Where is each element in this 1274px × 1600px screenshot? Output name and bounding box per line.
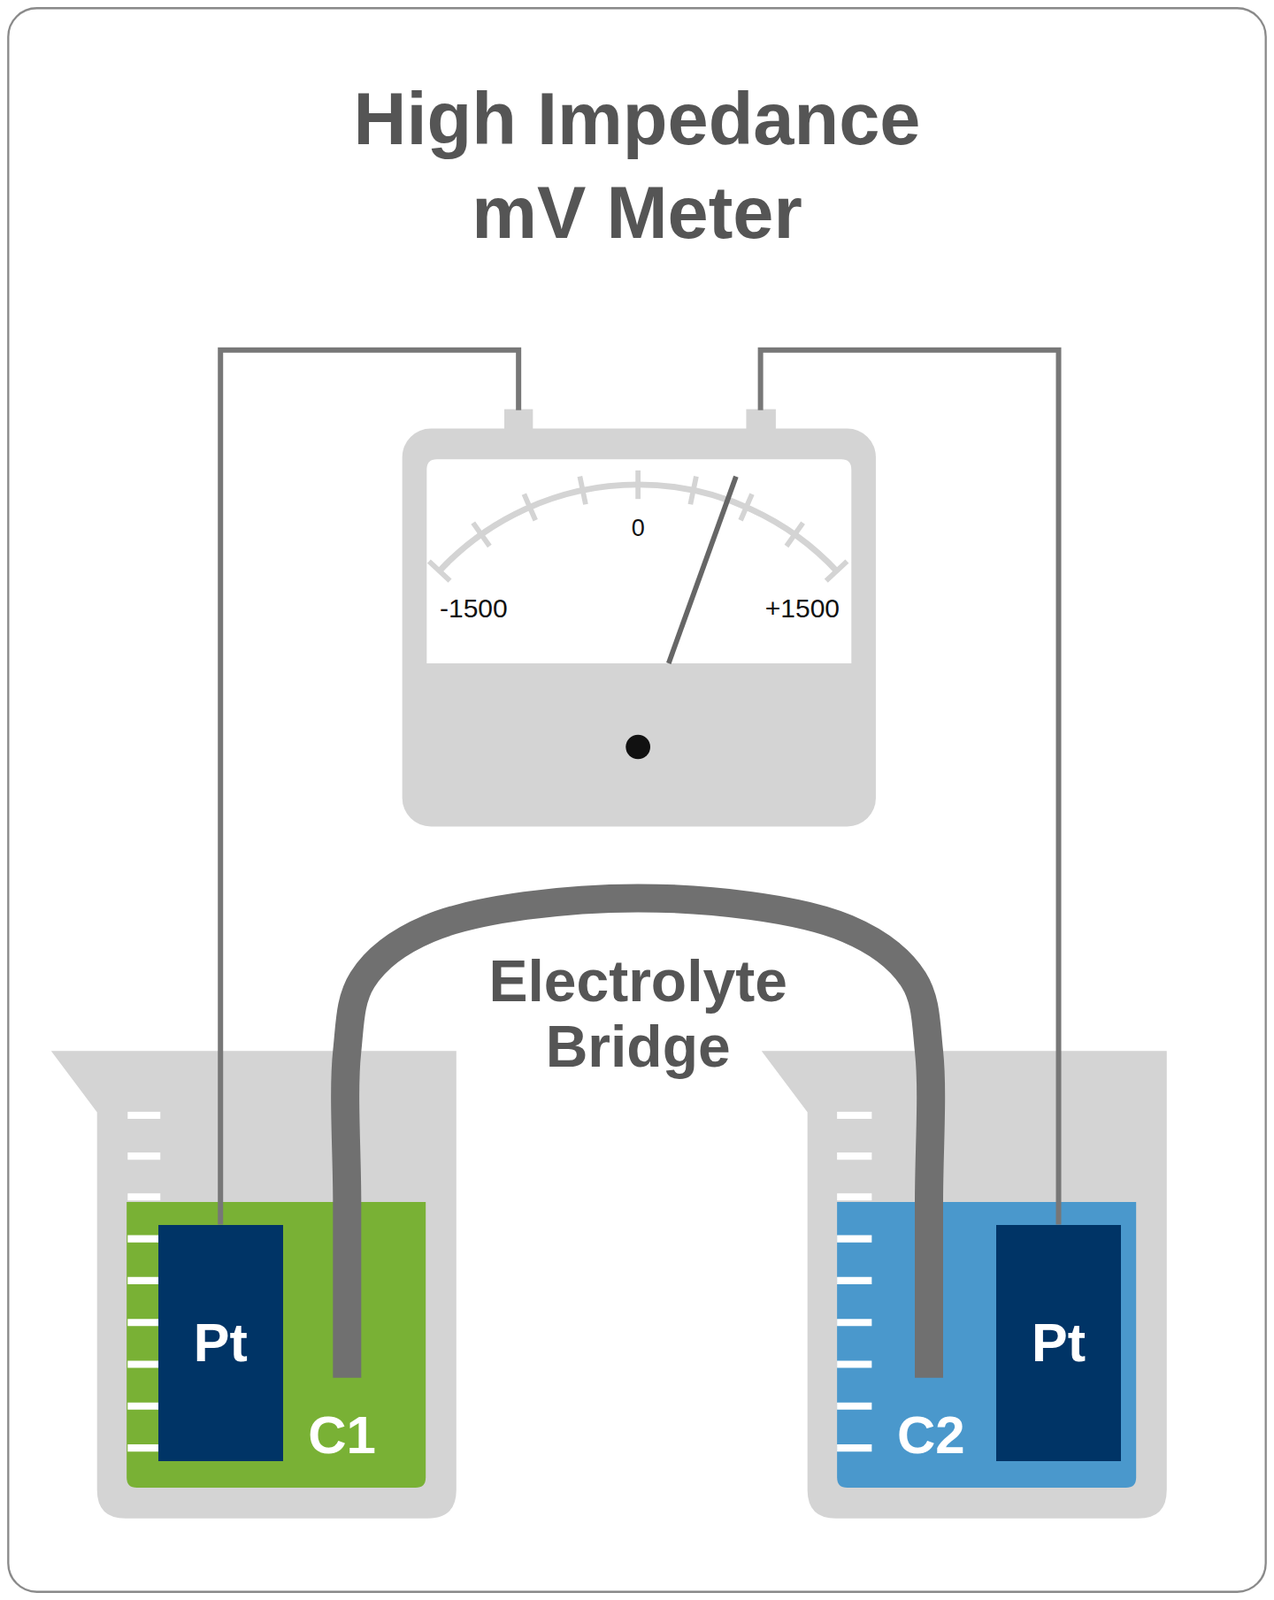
meter-face (426, 459, 852, 664)
scale-tick (473, 522, 491, 546)
electrolyte-bridge (345, 897, 931, 1378)
electrode: Pt (996, 1225, 1121, 1463)
graduation-marks (127, 1115, 161, 1449)
solution: C2 Pt (836, 1202, 1136, 1489)
scale-tick (429, 561, 451, 582)
bridge-label: Electrolyte Bridge (452, 948, 824, 1080)
scale-tick (690, 476, 697, 506)
frame (7, 7, 1266, 1593)
wire (220, 350, 519, 1226)
wire (760, 350, 1060, 1226)
scale-tick (635, 470, 641, 499)
electrode-label: Pt (193, 1316, 248, 1371)
beaker (51, 1051, 457, 1519)
solution-liquid (126, 1202, 426, 1489)
graduation-marks (836, 1115, 872, 1449)
scale-tick (740, 494, 753, 522)
electrode: Pt (158, 1225, 284, 1463)
scale-label: -1500 (439, 595, 508, 622)
meter-ticks (429, 470, 848, 582)
scale-tick (786, 522, 804, 546)
beaker (761, 1051, 1167, 1519)
scale-label: 0 (631, 515, 645, 540)
solution: C1 Pt (126, 1202, 426, 1489)
solution-label: C2 (897, 1409, 966, 1463)
solution-label: C1 (307, 1409, 377, 1463)
meter-body (402, 429, 876, 828)
scale-tick (523, 494, 536, 522)
scale-label: +1500 (765, 595, 840, 622)
meter-pivot (625, 735, 651, 760)
scale-tick (826, 561, 848, 582)
meter: 0 -1500 +1500 (402, 410, 876, 828)
electrode-label: Pt (1031, 1316, 1086, 1371)
scale-tick (579, 476, 586, 506)
solution-liquid (836, 1202, 1136, 1489)
title: High Impedance mV Meter (291, 72, 983, 261)
meter-needle (668, 476, 737, 664)
